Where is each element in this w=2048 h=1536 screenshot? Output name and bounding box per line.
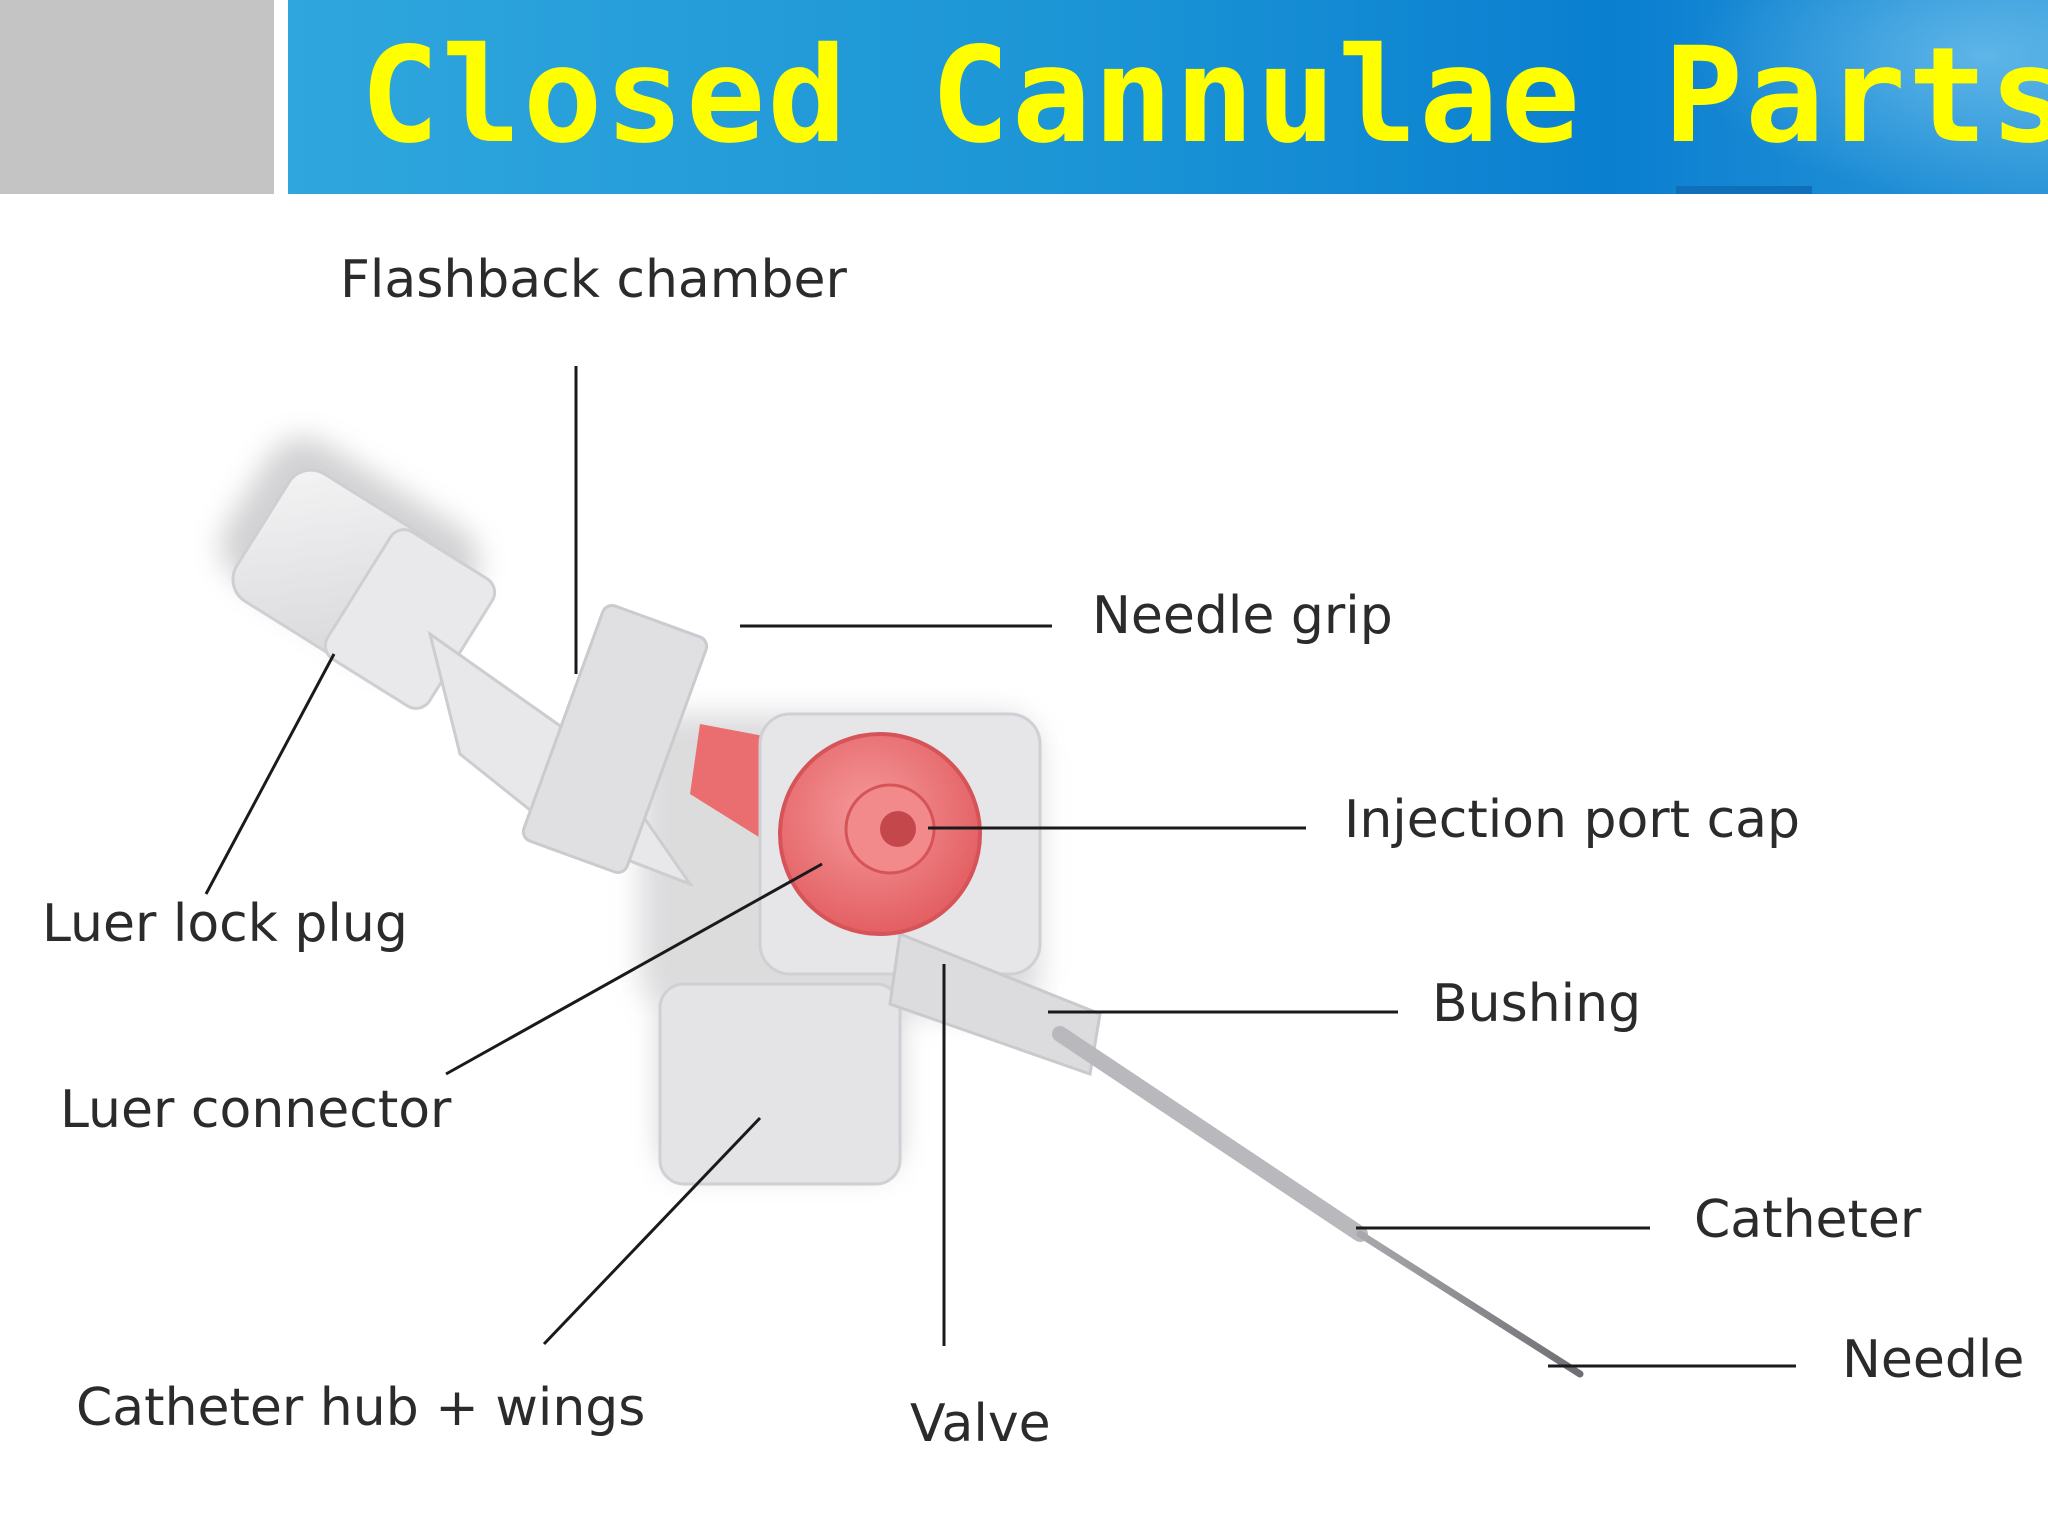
label-flashback-chamber: Flashback chamber [340, 250, 847, 310]
page-title: Closed Cannulae Parts [360, 19, 2048, 173]
label-bushing: Bushing [1432, 974, 1642, 1034]
title-bar-tab [1676, 186, 1812, 194]
label-valve: Valve [910, 1394, 1051, 1454]
title-bar [288, 0, 2048, 194]
leader-lines [204, 366, 1796, 1368]
label-catheter: Catheter [1694, 1190, 1922, 1250]
label-luer-lock-plug: Luer lock plug [42, 894, 408, 954]
label-luer-connector: Luer connector [60, 1080, 452, 1140]
label-needle-grip: Needle grip [1092, 586, 1393, 646]
leader-catheter-hub-wings [542, 1116, 762, 1346]
leader-luer-lock-plug [204, 653, 336, 895]
label-injection-port-cap: Injection port cap [1344, 790, 1801, 850]
cannula-diagram: Flashback chamber Needle grip Injection … [0, 194, 2048, 1536]
label-catheter-hub-wings: Catheter hub + wings [76, 1378, 646, 1438]
catheter-tube-shape [1052, 1026, 1368, 1242]
flashback-chamber-shape [427, 604, 709, 888]
needle-shape [1356, 1230, 1584, 1378]
header-side-block [0, 0, 274, 194]
leader-luer-connector [445, 862, 823, 1076]
label-needle: Needle [1842, 1330, 2025, 1390]
title-bar-glow [1688, 0, 2048, 194]
luer-lock-plug-shape [231, 468, 497, 710]
injection-port-cap-shape [778, 732, 982, 936]
